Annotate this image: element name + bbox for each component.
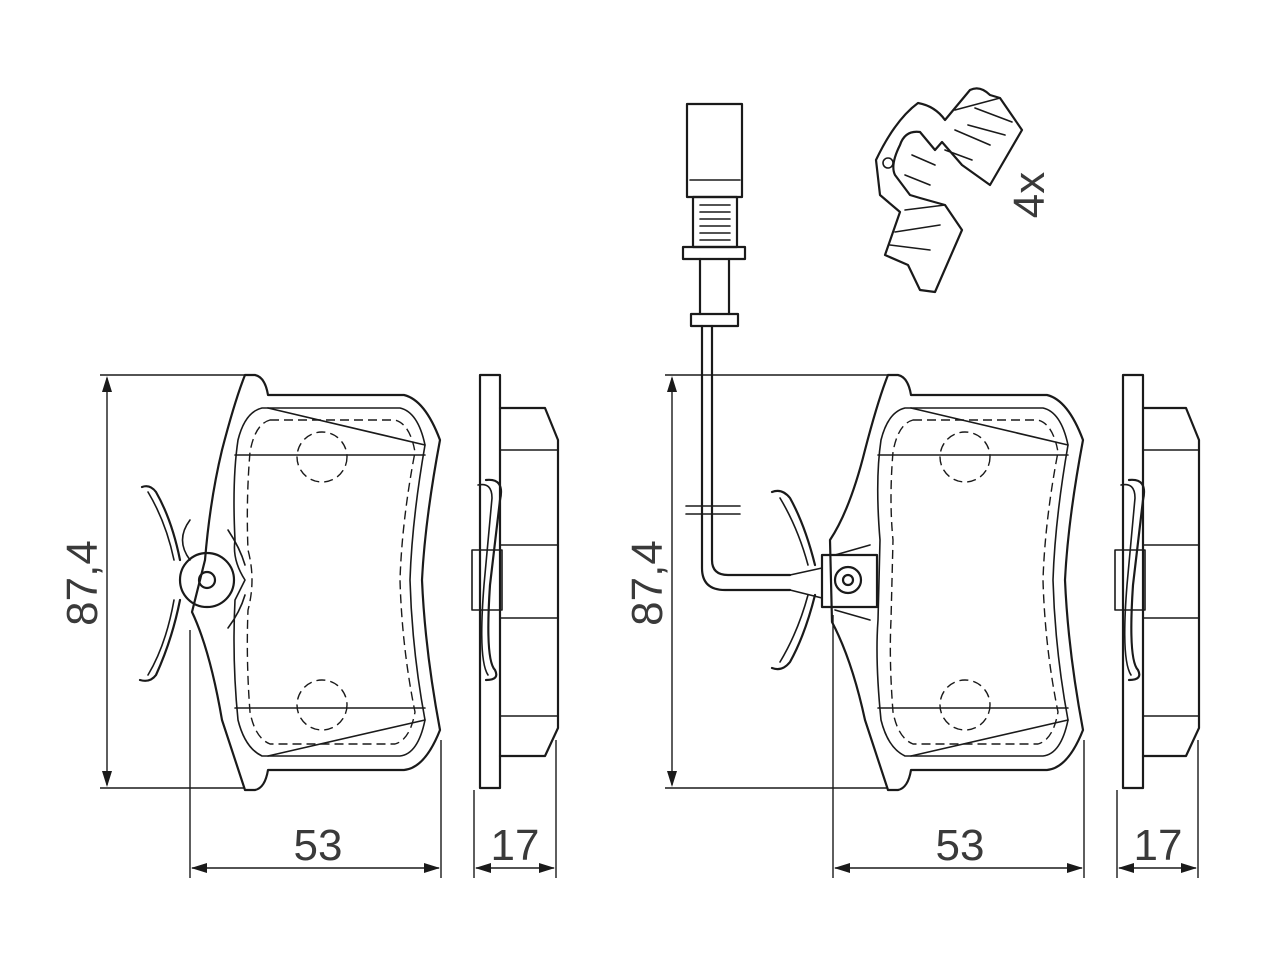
right-width-label: 53 [936, 821, 985, 870]
wear-sensor [681, 102, 823, 599]
anti-rattle-clip [874, 87, 1024, 294]
left-width-label: 53 [294, 821, 343, 870]
right-pad-side-view [1114, 373, 1201, 790]
right-thickness-label: 17 [1134, 821, 1183, 870]
left-pad-front-view [138, 373, 442, 792]
clip-quantity-label: 4x [1005, 172, 1054, 218]
left-thickness-label: 17 [491, 821, 540, 870]
left-pad-dimensions [100, 374, 557, 878]
right-height-label: 87,4 [623, 540, 672, 626]
right-pad-dimensions [665, 374, 1199, 878]
left-height-label: 87,4 [58, 540, 107, 626]
right-pad-front-view [770, 373, 1085, 792]
left-pad-side-view [471, 373, 560, 790]
